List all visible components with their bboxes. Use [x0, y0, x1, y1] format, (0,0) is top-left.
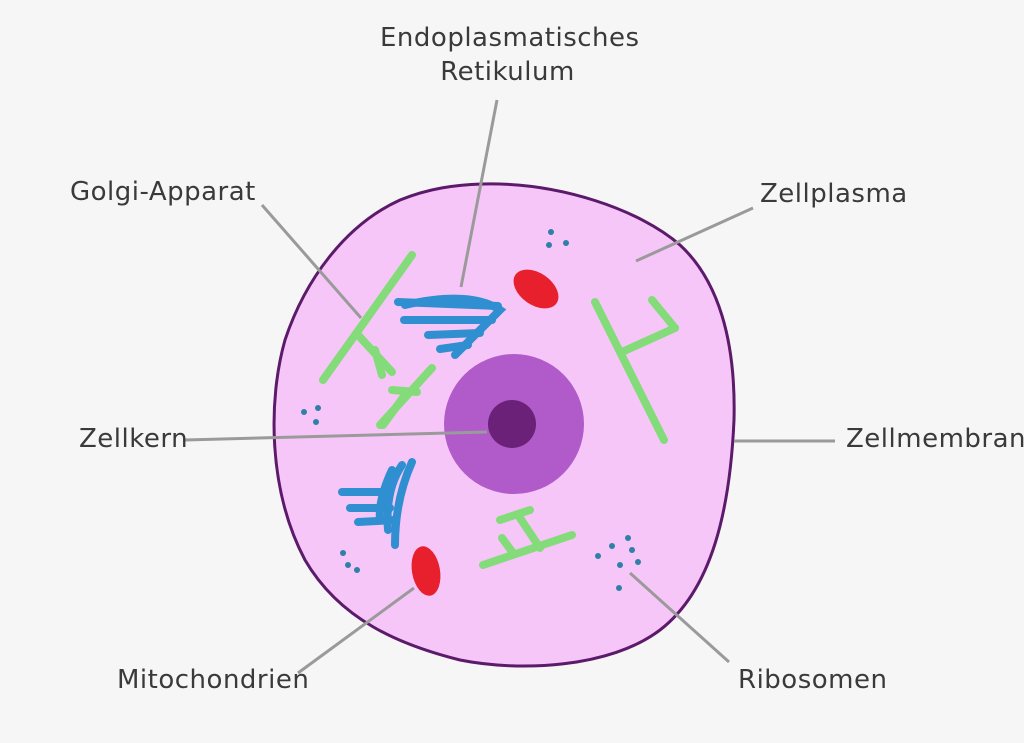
nucleolus [488, 400, 536, 448]
mitochondria [411, 269, 559, 596]
golgi-apparatus [338, 294, 507, 549]
label-zellplasma: Zellplasma [760, 179, 908, 209]
label-zellkern: Zellkern [79, 424, 189, 454]
label-er-line1: Endoplasmatisches [380, 23, 640, 53]
label-er-line2: Retikulum [440, 56, 575, 87]
label-endoplasmic-reticulum: Endoplasmatisches Retikulum [380, 22, 640, 90]
label-zellmembran: Zellmembran [846, 424, 1024, 454]
label-ribosomen: Ribosomen [738, 665, 888, 695]
label-mitochondrien: Mitochondrien [117, 665, 310, 695]
ribosomes [301, 229, 641, 591]
endoplasmic-reticulum [319, 251, 679, 569]
label-golgi: Golgi-Apparat [70, 177, 256, 207]
leader-lines [184, 99, 835, 675]
